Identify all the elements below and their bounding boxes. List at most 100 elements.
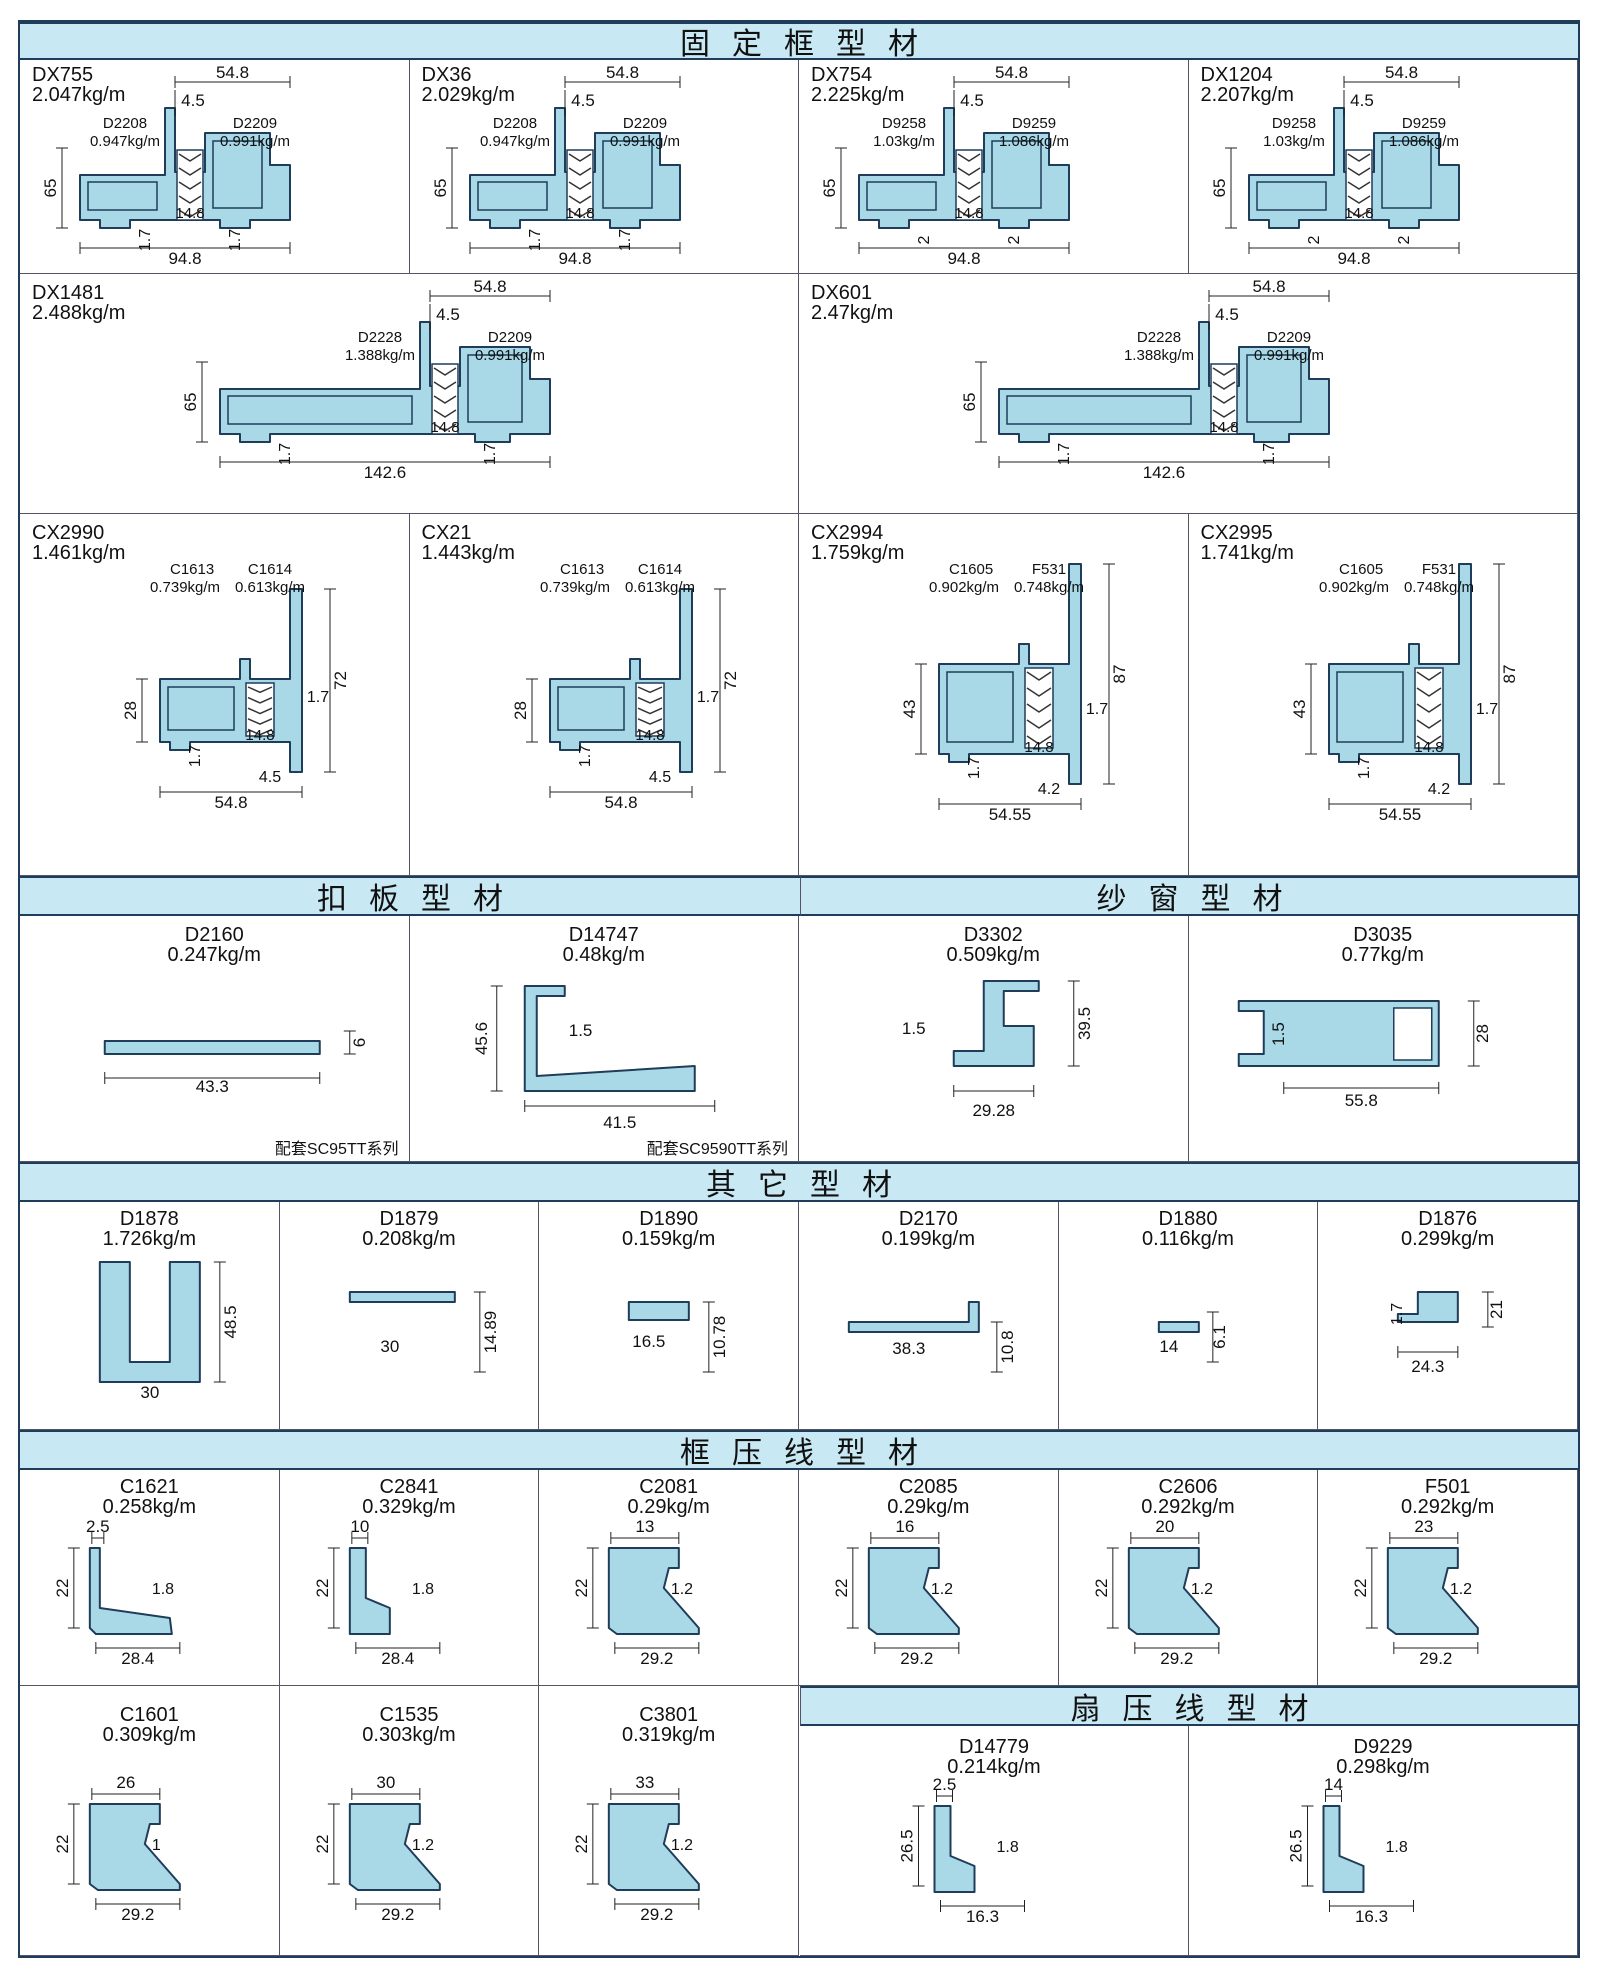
profile-code: C2606: [1158, 1476, 1218, 1498]
dimension-label: 16.5: [633, 1332, 666, 1351]
thermal-break-hatch: [247, 686, 273, 694]
dimension-label: 1.7: [577, 745, 594, 767]
part-code: D9259: [1012, 115, 1056, 132]
profile-weight: 2.488kg/m: [32, 302, 126, 324]
part-code: C1614: [637, 561, 681, 578]
dimension-label: 1.7: [227, 229, 244, 251]
part-code: D2208: [492, 115, 536, 132]
thermal-break-hatch: [957, 209, 981, 218]
dimension-label: 142.6: [364, 463, 407, 482]
dimension-label: 2: [1306, 235, 1323, 244]
dimension-label: 94.8: [168, 249, 201, 268]
section-header-screen-window: 纱窗型材: [800, 876, 1578, 917]
dimension-label: 20: [1155, 1517, 1174, 1536]
dimension-label: 65: [41, 179, 60, 198]
profile-drawing: 2.526.516.31.8: [898, 1775, 1025, 1926]
profile-weight: 1.759kg/m: [811, 542, 905, 564]
profile-chamber: [1335, 671, 1404, 743]
part-code: F531: [1421, 561, 1455, 578]
dimension-label: 94.8: [947, 249, 980, 268]
part-weight: 0.739kg/m: [150, 579, 220, 596]
dimension-label: 2: [916, 235, 933, 244]
profile-section-shape: [348, 1291, 456, 1303]
profile-chamber: [1006, 395, 1192, 425]
thermal-break-hatch: [1026, 671, 1052, 681]
dimension-label: 29.2: [1420, 1649, 1453, 1668]
thermal-break-hatch: [1026, 703, 1052, 713]
section-title: 纱窗型材: [1096, 882, 1305, 917]
dimension-label: 87: [1110, 665, 1129, 684]
profile-chamber: [1392, 1007, 1432, 1061]
thermal-break-hatch: [568, 195, 591, 204]
dimension-label: 23: [1415, 1517, 1434, 1536]
thermal-break-hatch: [1212, 367, 1236, 376]
dimension-label: 28: [121, 701, 140, 720]
dimension-label: 14.8: [565, 205, 594, 222]
thermal-break-hatch: [433, 381, 457, 390]
dimension-label: 1.8: [152, 1581, 174, 1598]
dimension-label: 29.2: [641, 1649, 674, 1668]
profile-chamber: [1246, 354, 1302, 423]
thermal-break-hatch: [637, 718, 662, 725]
thermal-break-hatch: [637, 696, 662, 704]
compatibility-note: 配套SC9590TT系列: [646, 1141, 788, 1158]
dimension-label: 94.8: [558, 249, 591, 268]
dimension-label: 29.2: [900, 1649, 933, 1668]
thermal-break-hatch: [637, 707, 662, 715]
section-header-fixed-frame: 固定框型材: [20, 22, 1578, 62]
dimension-label: 22: [572, 1579, 591, 1598]
dimension-label: 4.5: [1350, 91, 1374, 110]
part-weight: 0.947kg/m: [479, 133, 549, 150]
part-code: D2228: [358, 329, 402, 346]
profile-weight: 2.029kg/m: [421, 84, 515, 106]
profile-weight: 0.258kg/m: [102, 1496, 197, 1518]
dimension-label: 1.7: [307, 689, 329, 706]
part-weight: 0.991kg/m: [475, 347, 545, 364]
dimension-label: 14.8: [635, 727, 664, 744]
profile-weight: 0.29kg/m: [887, 1496, 970, 1518]
profile-drawing: 39.51.529.28: [902, 980, 1094, 1120]
dimension-label: 1.2: [931, 1581, 953, 1598]
thermal-break-hatch: [568, 181, 591, 190]
dimension-label: 2.5: [86, 1517, 110, 1536]
part-code: D2209: [622, 115, 666, 132]
part-code: D9259: [1401, 115, 1445, 132]
dimension-label: 2.5: [933, 1775, 957, 1794]
dimension-label: 39.5: [1075, 1007, 1094, 1040]
dimension-label: 28.4: [121, 1649, 154, 1668]
section-title: 固定框型材: [680, 27, 940, 62]
profile-weight: 0.509kg/m: [946, 944, 1040, 966]
profile-code: C1601: [119, 1704, 179, 1726]
profile-chamber: [991, 140, 1042, 209]
profile-code: C2085: [898, 1476, 958, 1498]
dimension-label: 1.7: [617, 229, 634, 251]
thermal-break-hatch: [1416, 735, 1441, 745]
profile-code: DX754: [811, 64, 873, 86]
dimension-label: 14.8: [430, 419, 459, 436]
profile-chamber: [1380, 140, 1432, 209]
section-title: 框压线型材: [680, 1436, 940, 1471]
dimension-label: 94.8: [1337, 249, 1370, 268]
dimension-label: 10.78: [710, 1316, 729, 1359]
dimension-label: 14.8: [954, 205, 983, 222]
part-weight: 0.748kg/m: [1403, 579, 1473, 596]
